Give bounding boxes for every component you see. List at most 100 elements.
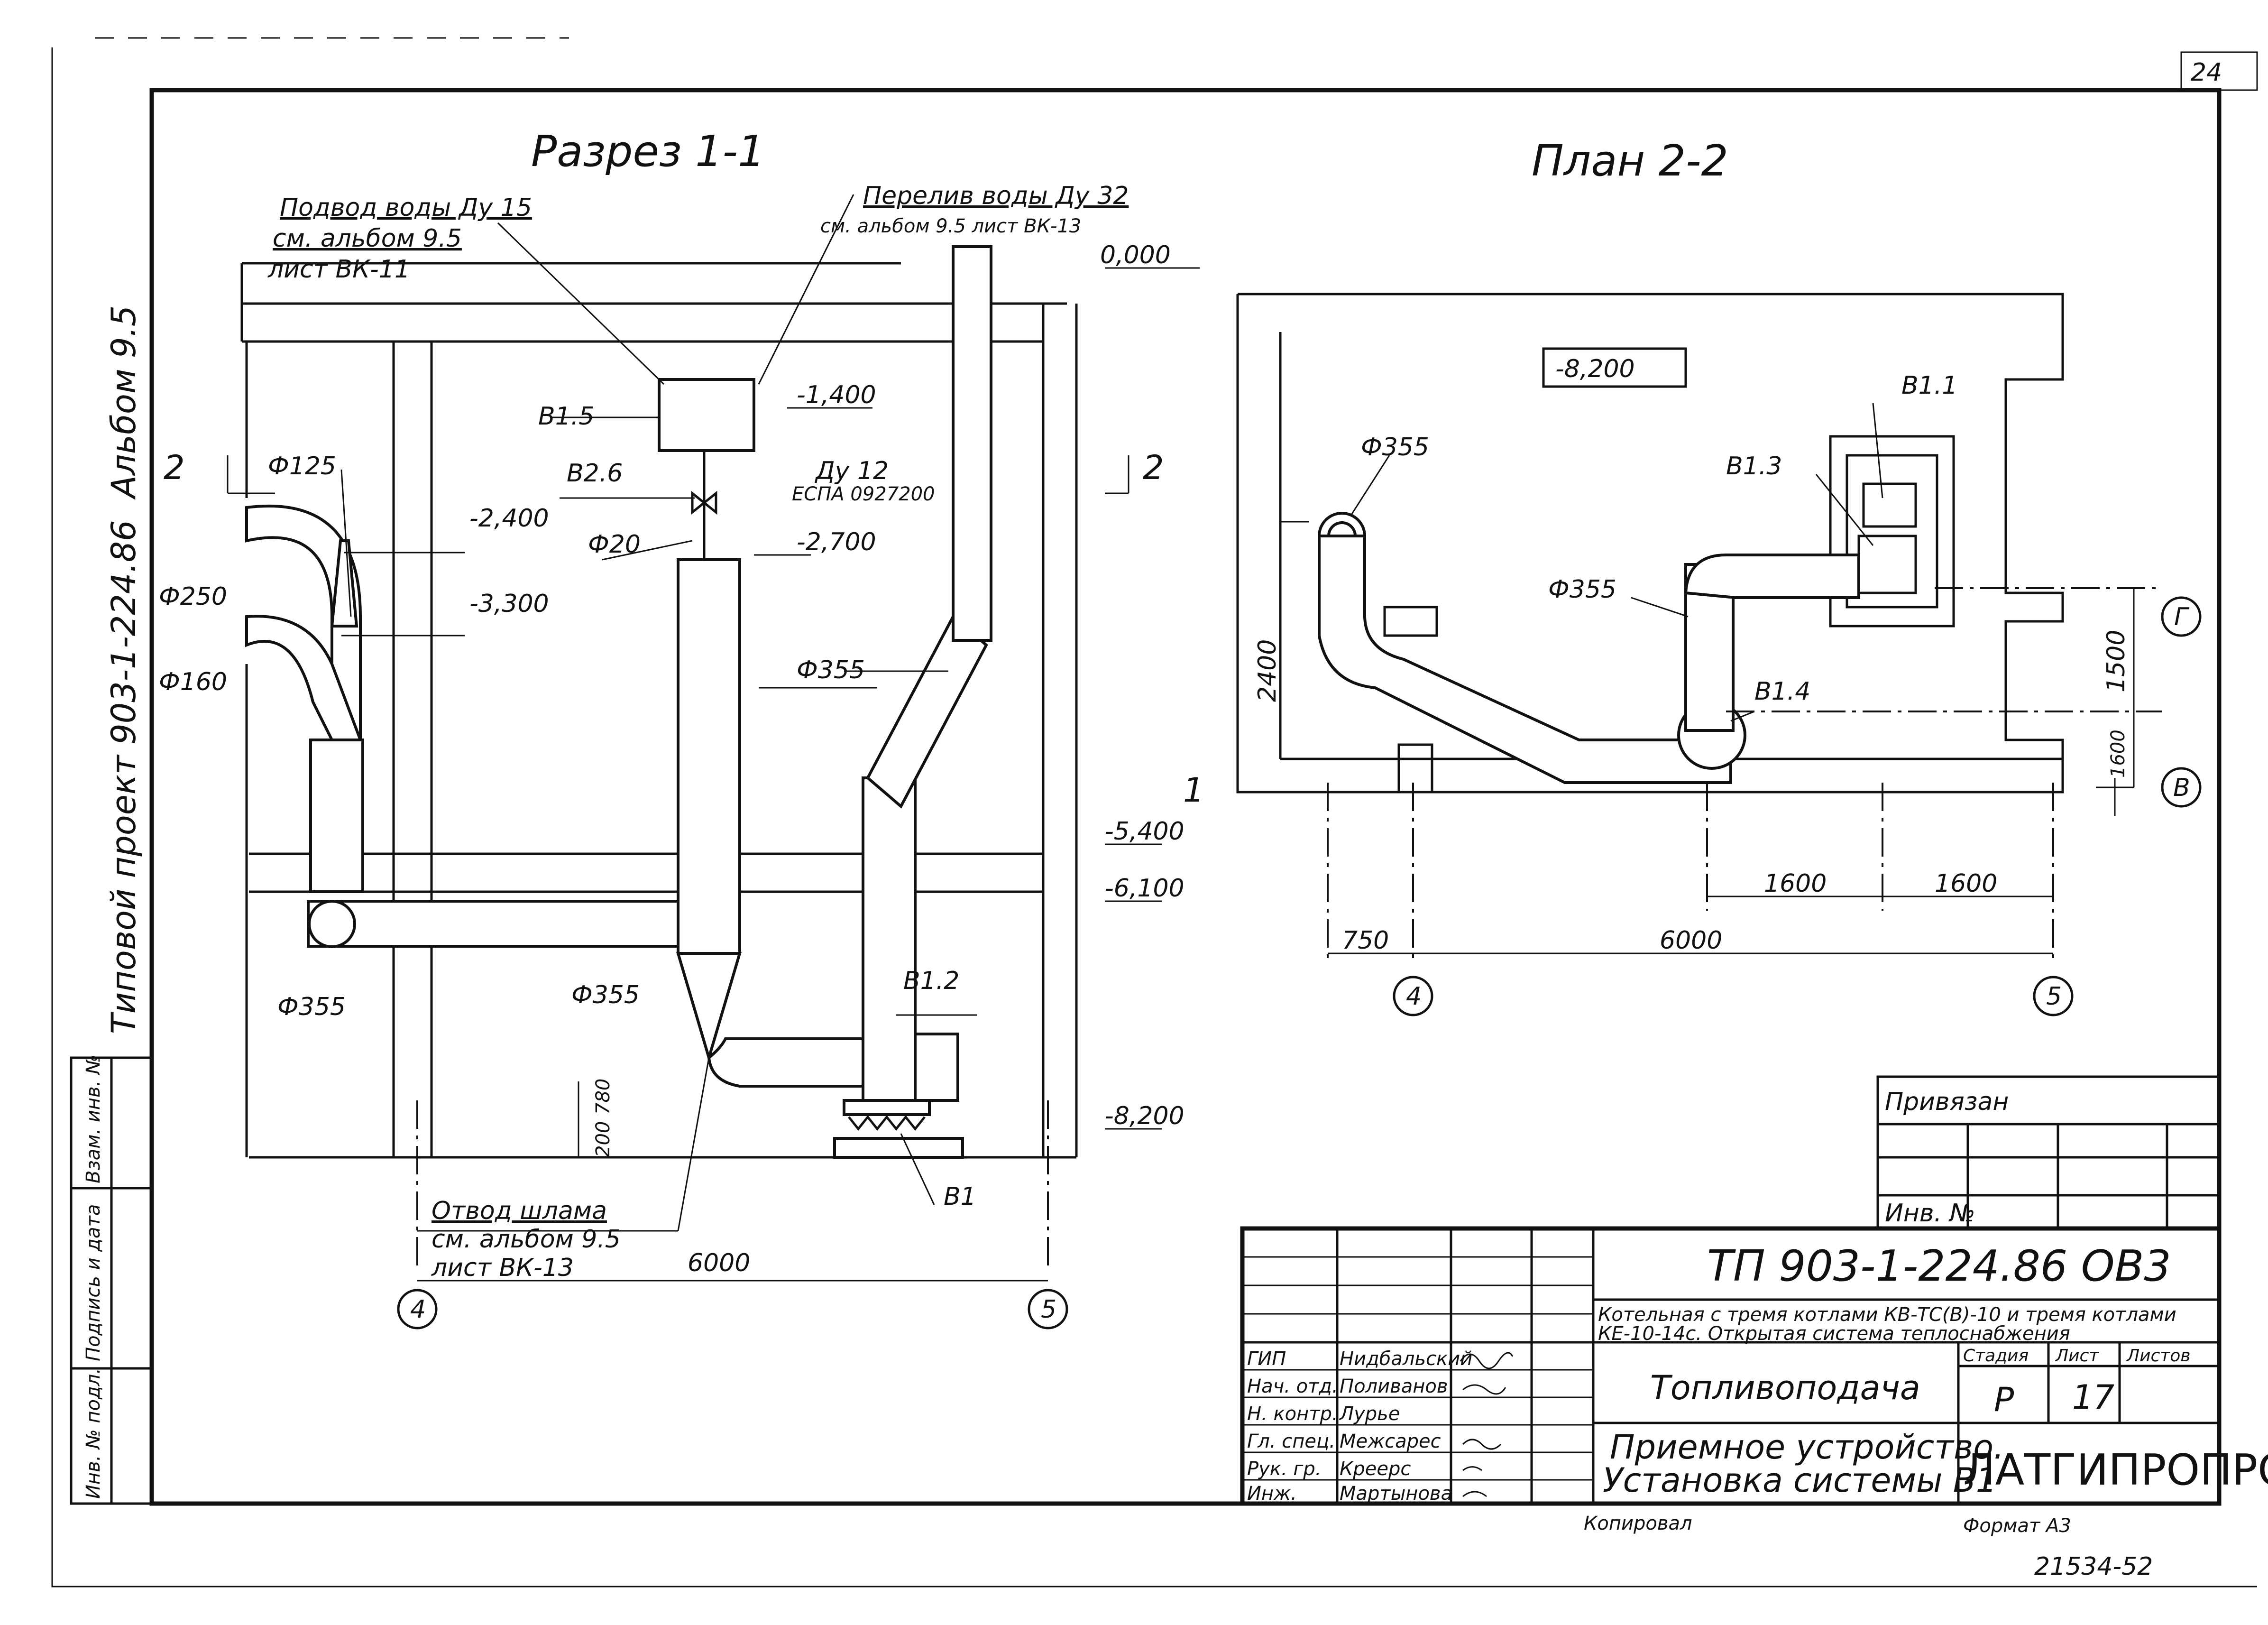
- stamp-replace-inv: Взам. инв. №: [83, 1054, 104, 1183]
- elev-6100: -6,100: [1105, 874, 1185, 903]
- plan-dim-1600-a: 1600: [1764, 869, 1827, 898]
- item-b1-2: В1.2: [903, 967, 959, 995]
- valve-du12: Ду 12: [815, 457, 889, 485]
- item-b1-5: В1.5: [538, 402, 594, 431]
- axis-4-left: 4: [410, 1295, 426, 1324]
- note-sludge-3: лист ВК-13: [431, 1254, 574, 1282]
- plan-2-title: План 2-2: [1532, 136, 1728, 186]
- tb-drawing-name-2: Установка системы В1: [1603, 1461, 1997, 1500]
- elev-0000: 0,000: [1100, 241, 1171, 269]
- tb-description-2: КЕ-10-14с. Открытая система теплоснабжен…: [1598, 1323, 2070, 1345]
- role-group-lead: Рук. гр.: [1247, 1458, 1322, 1480]
- tb-sheet-label: Лист: [2055, 1346, 2099, 1366]
- note-sludge-2: см. альбом 9.5: [432, 1225, 621, 1254]
- section-1-pipes: [245, 245, 992, 1159]
- dia-250: Ф250: [159, 582, 227, 611]
- tb-stage: Р: [1994, 1380, 2014, 1419]
- dia-355-riser: Ф355: [797, 656, 865, 684]
- name-chief-spec: Межсарес: [1340, 1431, 1441, 1452]
- plan-section-mark-1: 1: [1183, 771, 1204, 810]
- tb-company: ЛАТГИПРОПРОМ: [1963, 1445, 2268, 1495]
- elev-box: [1542, 347, 1687, 388]
- role-engineer: Инж.: [1247, 1483, 1297, 1505]
- plan-2-2: План 2-2: [1183, 136, 2202, 1016]
- note-water-supply-2: см. альбом 9.5: [273, 224, 462, 253]
- elev-8200: -8,200: [1105, 1102, 1185, 1130]
- valve-code: ЕСПА 0927200: [792, 483, 935, 505]
- note-overflow-1: Перелив воды Ду 32: [863, 182, 1129, 210]
- role-head-dept: Нач. отд.: [1247, 1376, 1338, 1397]
- plan-dim-1500: 1500: [2102, 630, 2130, 692]
- elev-3300: -3,300: [469, 590, 549, 618]
- plan-dia-355-right: Ф355: [1548, 575, 1616, 604]
- left-stamp: Инв. № подл. Подпись и дата Взам. инв. №: [70, 1054, 153, 1505]
- note-sludge-1: Отвод шлама: [432, 1197, 607, 1225]
- dim-200: 200: [592, 1121, 614, 1157]
- dia-355-horiz: Ф355: [277, 993, 346, 1021]
- elev-5400: -5,400: [1105, 817, 1185, 846]
- note-water-supply-3: лист ВК-11: [267, 255, 410, 284]
- dia-160: Ф160: [159, 668, 227, 696]
- elev-2700: -2,700: [797, 528, 876, 556]
- project-label: Типовой проект 903-1-224.86: [104, 520, 143, 1034]
- name-group-lead: Креерс: [1340, 1458, 1411, 1480]
- plan-dim-2400: 2400: [1253, 639, 1282, 702]
- tb-code: ТП 903-1-224.86 ОВ3: [1707, 1241, 2171, 1291]
- elev-2400: -2,400: [469, 504, 549, 533]
- plan-elev-8200: -8,200: [1555, 355, 1635, 383]
- stamp-inv-podl: Инв. № подл.: [83, 1368, 104, 1499]
- name-engineer: Мартынова: [1340, 1483, 1452, 1505]
- tb-copied: Копировал: [1584, 1513, 1692, 1534]
- dia-355-bottom: Ф355: [571, 981, 640, 1009]
- album-label: Альбом 9.5: [104, 305, 143, 500]
- name-head-dept: Поливанов: [1340, 1376, 1448, 1397]
- tb-inv-no: Инв. №: [1885, 1199, 1975, 1228]
- name-gip: Нидбальский: [1340, 1348, 1472, 1370]
- plan-2-annotations: [1280, 403, 2202, 1016]
- name-norm-control: Лурье: [1339, 1403, 1400, 1425]
- sheet-number: 24: [2191, 58, 2222, 87]
- plan-axis-5: 5: [2046, 982, 2062, 1011]
- role-chief-spec: Гл. спец.: [1247, 1431, 1335, 1452]
- section-mark-2-left: 2: [164, 448, 185, 487]
- note-water-supply-1: Подвод воды Ду 15: [280, 194, 532, 222]
- item-b1: В1: [944, 1182, 976, 1211]
- plan-dia-355-left: Ф355: [1361, 433, 1429, 462]
- section-1-title: Разрез 1-1: [531, 127, 765, 176]
- tb-description-1: Котельная с тремя котлами КВ-ТС(В)-10 и …: [1598, 1304, 2176, 1326]
- role-grid: [1242, 1228, 1593, 1504]
- sheet-frames: [51, 37, 2258, 1588]
- role-gip: ГИП: [1247, 1348, 1286, 1370]
- tb-stage-label: Стадия: [1963, 1346, 2029, 1366]
- plan-axis-g: Г: [2174, 603, 2190, 631]
- role-norm-control: Н. контр.: [1247, 1403, 1338, 1425]
- plan-dim-6000: 6000: [1660, 926, 1722, 955]
- tb-drawing-name-1: Приемное устройство.: [1610, 1428, 2004, 1467]
- dia-20: Ф20: [588, 530, 641, 559]
- dim-780: 780: [592, 1079, 614, 1115]
- section-1-annotations: [227, 194, 1200, 1330]
- stamp-signature-date: Подпись и дата: [83, 1204, 104, 1361]
- plan-item-b1-1: В1.1: [1901, 371, 1957, 400]
- item-b2-6: В2.6: [567, 459, 623, 488]
- plan-2-pipes: [1318, 512, 1860, 784]
- span-6000: 6000: [688, 1249, 750, 1277]
- section-1-1: Разрез 1-1: [159, 127, 1200, 1330]
- tb-section-name: Топливоподача: [1650, 1368, 1920, 1407]
- plan-axis-4: 4: [1406, 982, 1422, 1011]
- section-mark-2-right: 2: [1143, 448, 1164, 487]
- elev-1400: -1,400: [797, 381, 876, 409]
- tb-attached: Привязан: [1885, 1088, 2009, 1116]
- plan-item-b1-4: В1.4: [1754, 677, 1810, 706]
- plan-dim-1600-b: 1600: [1935, 869, 1997, 898]
- title-block: Привязан Инв. № ТП 903-1-224.86 ОВ3 Коте…: [1240, 1075, 2268, 1581]
- plan-dim-600: 1600: [2107, 729, 2129, 778]
- signature-marks: [1460, 1352, 1514, 1497]
- tb-format: Формат А3: [1963, 1515, 2071, 1537]
- plan-dim-750: 750: [1342, 926, 1389, 955]
- note-overflow-2: см. альбом 9.5 лист ВК-13: [820, 215, 1081, 237]
- axis-5-left: 5: [1041, 1295, 1056, 1324]
- tb-sheet: 17: [2072, 1378, 2114, 1417]
- plan-axis-v: В: [2173, 774, 2190, 802]
